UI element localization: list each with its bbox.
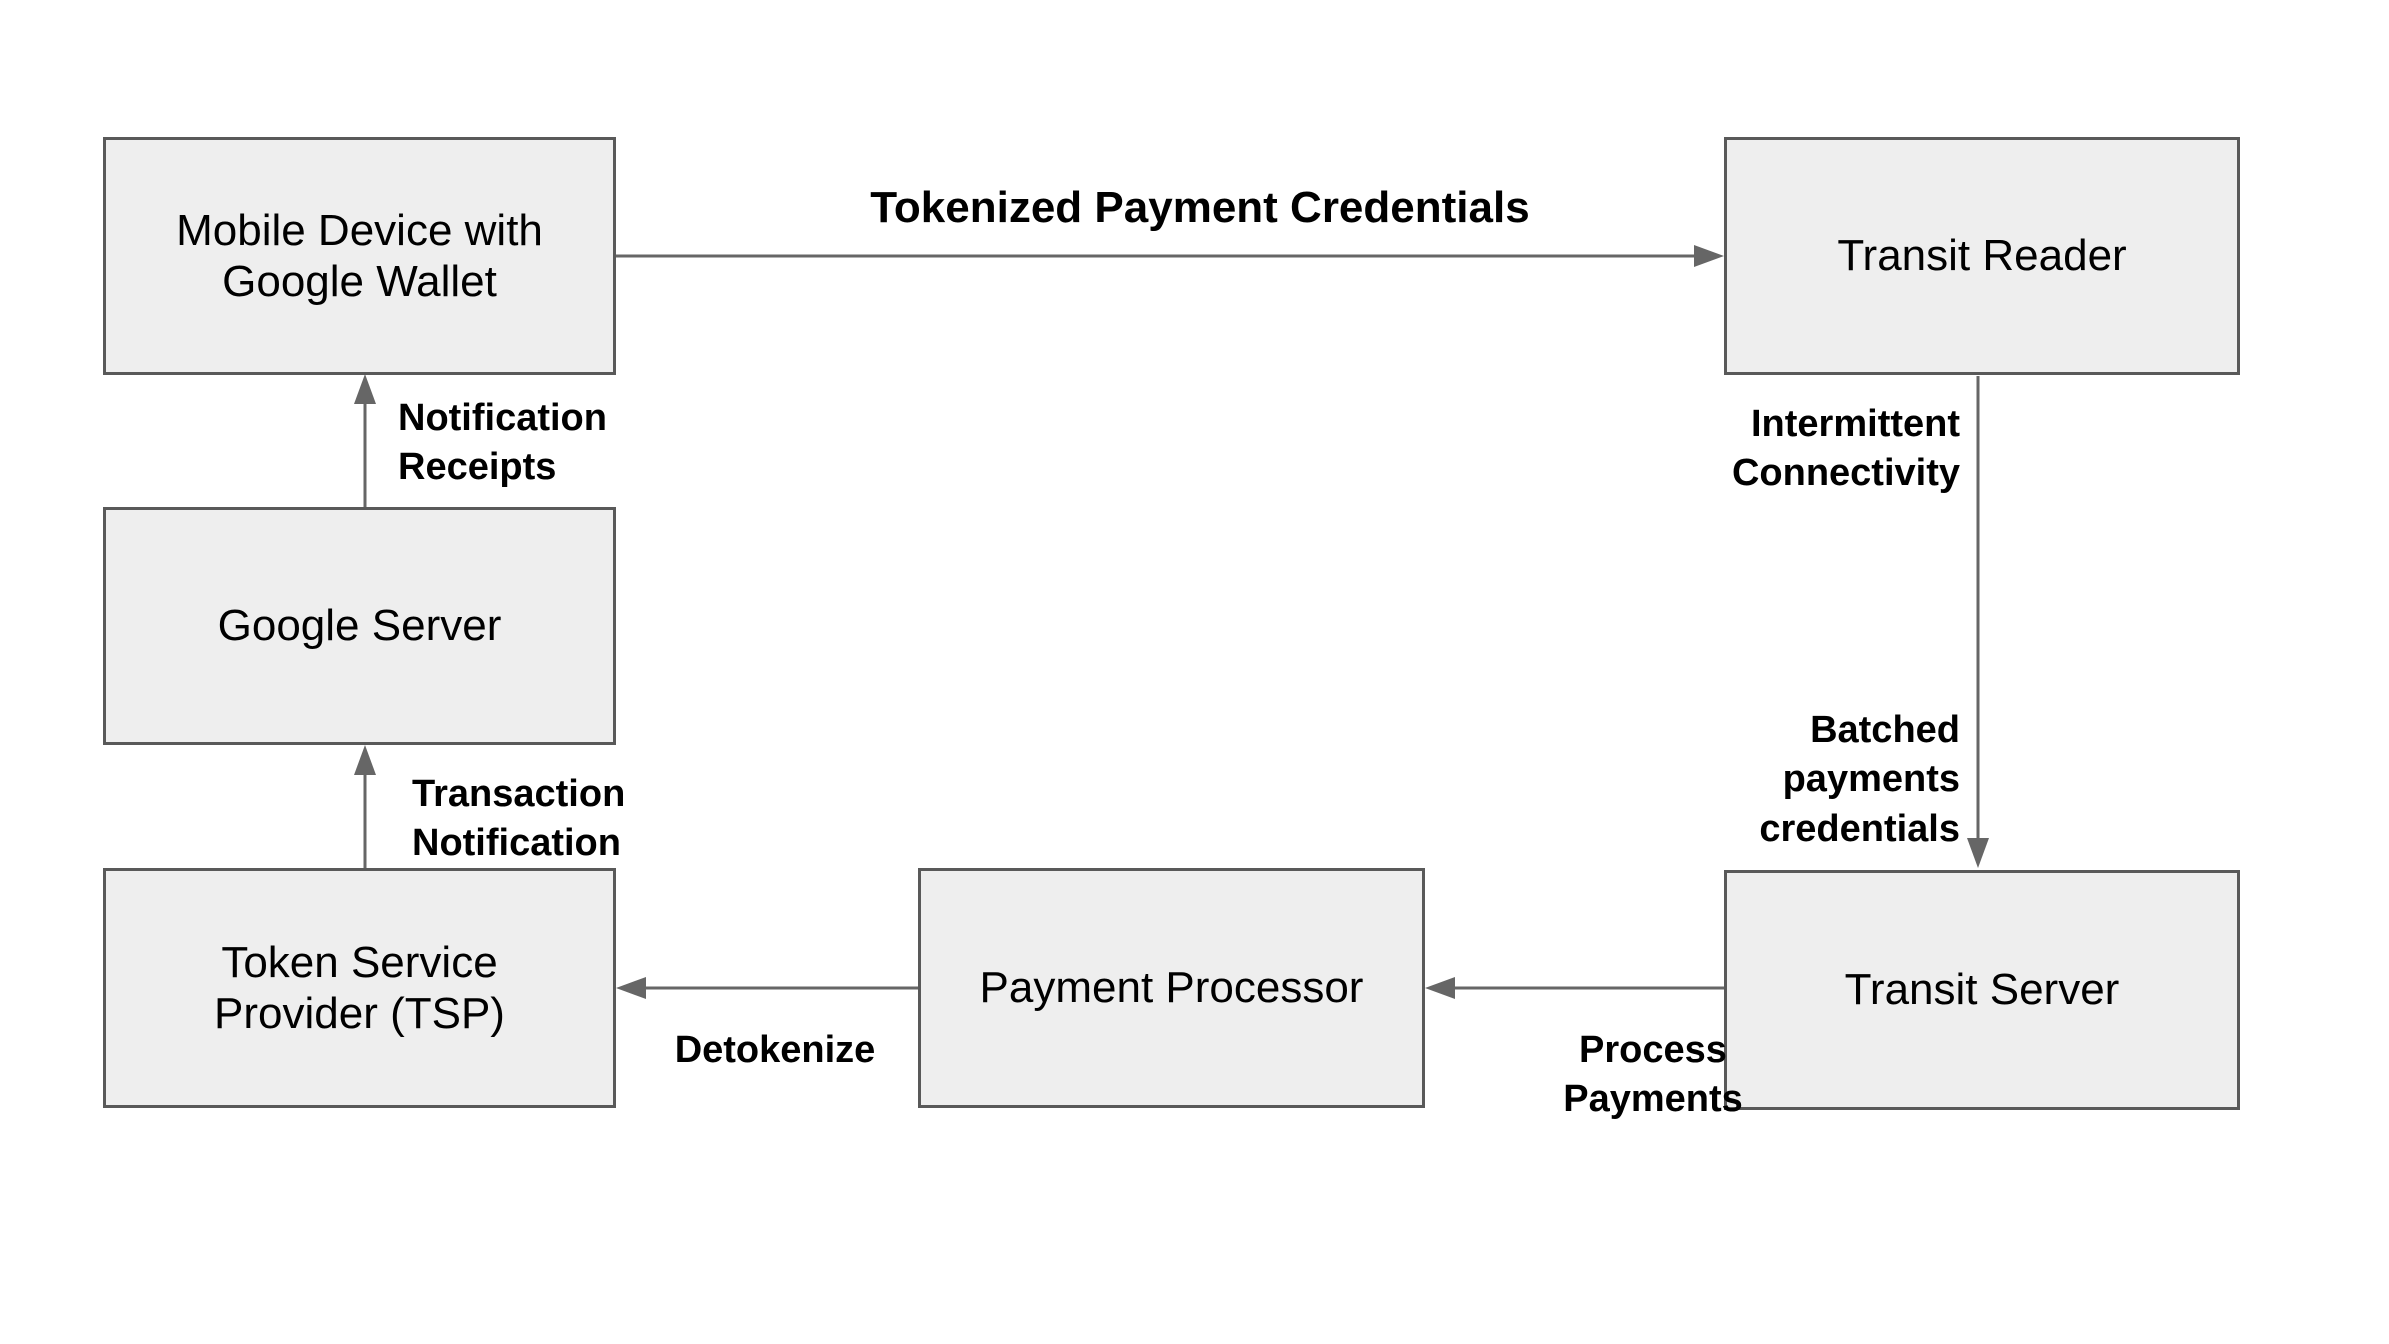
- node-payment-processor: Payment Processor: [918, 868, 1425, 1108]
- arrowhead-up-icon: [354, 374, 376, 404]
- edge-label-tokenized-payment-credentials: Tokenized Payment Credentials: [870, 183, 1530, 232]
- edge-label-batched-payments-credentials: Batched payments credentials: [1759, 709, 1960, 850]
- edge-label-intermittent-connectivity: Intermittent Connectivity: [1731, 403, 1960, 495]
- arrowhead-down-icon: [1967, 838, 1989, 868]
- edge-label-transaction-notification: Transaction Notification: [412, 773, 626, 865]
- node-label: Token Service Provider (TSP): [214, 937, 505, 1038]
- node-label: Transit Reader: [1837, 231, 2127, 281]
- arrowhead-left-icon: [616, 977, 646, 999]
- node-label: Mobile Device with Google Wallet: [176, 205, 543, 306]
- node-google-server: Google Server: [103, 507, 616, 745]
- node-label: Transit Server: [1844, 965, 2120, 1015]
- node-label: Payment Processor: [979, 963, 1364, 1013]
- arrowhead-up-icon: [354, 745, 376, 775]
- edge-label-notification-receipts: Notification Receipts: [398, 397, 607, 489]
- node-label: Google Server: [217, 601, 502, 651]
- arrowhead-right-icon: [1694, 245, 1724, 267]
- edge-label-process-payments: Process Payments: [1563, 1029, 1743, 1121]
- node-mobile-device: Mobile Device with Google Wallet: [103, 137, 616, 375]
- edge-label-detokenize: Detokenize: [674, 1029, 876, 1071]
- node-transit-server: Transit Server: [1724, 870, 2240, 1110]
- node-transit-reader: Transit Reader: [1724, 137, 2240, 375]
- arrowhead-left-icon: [1425, 977, 1455, 999]
- node-token-service-provider: Token Service Provider (TSP): [103, 868, 616, 1108]
